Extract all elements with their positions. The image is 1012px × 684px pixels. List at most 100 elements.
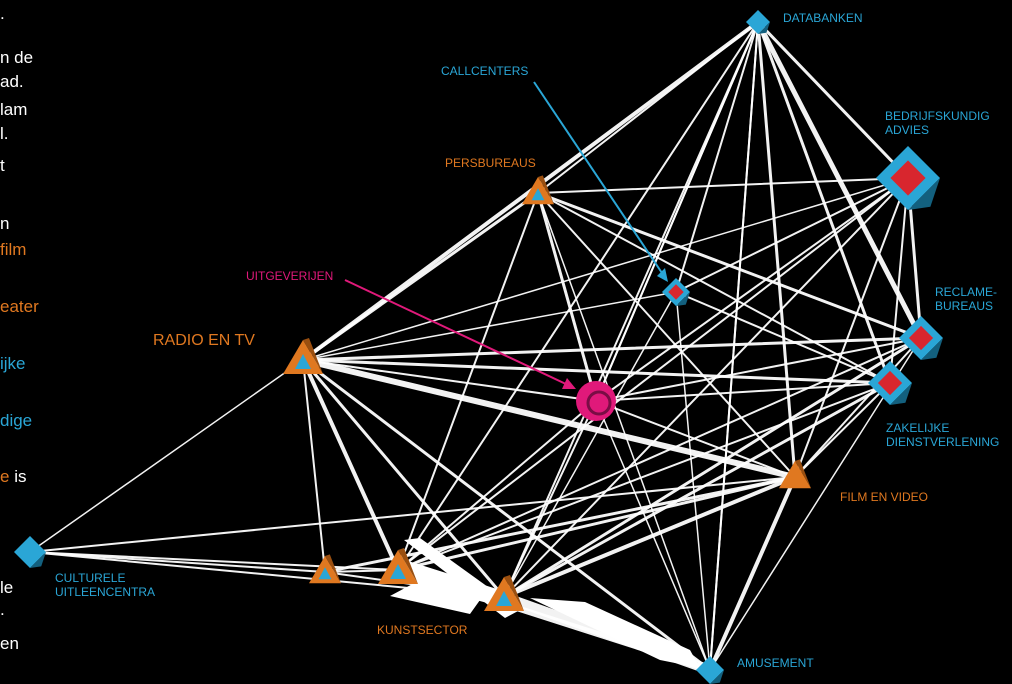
node-cc-cube <box>662 278 690 306</box>
flow-wedge-k2-ks-mid <box>400 560 500 605</box>
edge-zd-ug <box>595 382 891 402</box>
node-k1-side <box>325 554 341 584</box>
node-am-cube <box>696 656 724 684</box>
edge-cc-ks <box>503 291 677 598</box>
nodes-layer <box>14 10 943 684</box>
edge-rt-fv <box>300 357 798 480</box>
node-pb-triangle <box>522 175 554 205</box>
edge-zd-ks <box>502 381 892 599</box>
edge-cc-zd <box>675 291 891 384</box>
side-text-14: . <box>0 600 5 619</box>
node-ba-side <box>908 178 940 210</box>
side-text-12: e is <box>0 467 26 487</box>
side-text-12-highlight: e <box>0 467 10 486</box>
label-culturele-1: CULTURELE <box>55 571 126 585</box>
edge-ba-fv <box>794 177 909 478</box>
edge-cc-ba <box>675 177 909 293</box>
node-db-cube <box>746 10 770 34</box>
edge-am-db <box>709 21 759 671</box>
label-kunstsector: KUNSTSECTOR <box>377 623 468 637</box>
label-bedrijfskundig-2: ADVIES <box>885 123 930 137</box>
node-fv-triangle <box>779 459 811 489</box>
label-databanken: DATABANKEN <box>783 11 863 25</box>
edge-db-pb <box>537 21 759 194</box>
edge-db-ba <box>756 20 910 180</box>
node-pb-side <box>538 175 554 205</box>
edge-rb-ks <box>502 336 923 599</box>
edge-pb-k2 <box>397 192 539 571</box>
edge-rt-cu <box>29 359 304 553</box>
label-amusement: AMUSEMENT <box>737 656 814 670</box>
label-zakelijke-1: ZAKELIJKE <box>886 421 950 435</box>
node-zd-side <box>890 383 912 405</box>
node-rt-triangle <box>283 338 323 374</box>
edge-ba-ug <box>595 177 909 402</box>
edge-pb-ba <box>537 177 909 194</box>
edge-fv-ug <box>595 400 796 478</box>
node-cc-marker <box>668 284 684 300</box>
edge-fv-k2 <box>396 475 797 572</box>
edge-db-cc <box>675 21 759 293</box>
side-text-10: ijke <box>0 354 26 373</box>
edge-rt-zd <box>301 358 892 385</box>
label-persbureaus: PERSBUREAUS <box>445 156 536 170</box>
node-fv-face <box>779 461 811 489</box>
side-text-9: eater <box>0 297 39 316</box>
node-ug-disc <box>576 381 616 421</box>
edge-rb-k2 <box>397 337 922 571</box>
node-pb-marker <box>531 188 545 201</box>
side-text-2: n de <box>0 48 34 67</box>
edge-pb-zd <box>537 192 891 384</box>
side-text-6: t <box>0 156 5 175</box>
side-text-5: l. <box>0 124 9 143</box>
node-rt-marker <box>295 354 311 369</box>
side-text-15: en <box>0 634 19 653</box>
node-rb-marker <box>908 325 934 351</box>
edge-rb-fv <box>794 337 922 478</box>
node-cc-side <box>676 292 690 306</box>
node-fv-side <box>795 459 811 489</box>
side-text-1: . <box>0 4 5 23</box>
flow-wedge-k2-ks-lower <box>390 580 480 614</box>
node-db-side <box>758 22 770 34</box>
edge-pb-ug <box>536 191 598 403</box>
label-film-video: FILM EN VIDEO <box>840 490 929 504</box>
node-k1-triangle <box>309 554 341 584</box>
edge-db-fv <box>756 20 797 479</box>
edge-rb-ug <box>595 337 922 402</box>
edge-rt-k1 <box>302 359 326 573</box>
label-reclame-2: BUREAUS <box>935 299 994 313</box>
flow-wedge-ks-am <box>530 598 700 668</box>
edge-fv-ks <box>502 475 797 599</box>
side-text-4: lam <box>0 100 28 119</box>
edge-ug-ks <box>503 400 597 598</box>
node-rb-cube <box>899 316 943 360</box>
edge-rt-rb <box>301 336 923 362</box>
label-radio-tv: RADIO EN TV <box>153 332 255 349</box>
label-bedrijfskundig-1: BEDRIJFSKUNDIG <box>885 109 990 123</box>
label-uitgeverijen: UITGEVERIJEN <box>246 269 334 283</box>
node-ba-cube <box>876 146 940 210</box>
side-text-13: le <box>0 578 14 597</box>
node-k2-side <box>398 548 418 584</box>
edge-fv-am <box>708 475 797 672</box>
node-zd-marker <box>877 370 903 396</box>
edge-ug-db <box>595 21 759 402</box>
label-callcenters: CALLCENTERS <box>441 64 529 78</box>
side-text-8: film <box>0 240 27 259</box>
label-reclame-1: RECLAME- <box>935 285 998 299</box>
node-ks-side <box>504 575 524 611</box>
label-zakelijke-2: DIENSTVERLENING <box>886 435 1000 449</box>
edge-db-zd <box>756 20 892 385</box>
edge-ba-k2 <box>397 177 909 571</box>
edge-rt-am <box>301 358 712 672</box>
edge-zd-k2 <box>397 382 891 571</box>
edge-rt-ug <box>302 359 597 402</box>
node-am-side <box>710 670 724 684</box>
node-cu-cube <box>14 536 46 568</box>
edge-cu-fv <box>29 476 796 553</box>
edge-rt-ks <box>301 358 506 599</box>
edge-k1-k2 <box>324 569 399 573</box>
node-ba-marker <box>890 160 926 196</box>
